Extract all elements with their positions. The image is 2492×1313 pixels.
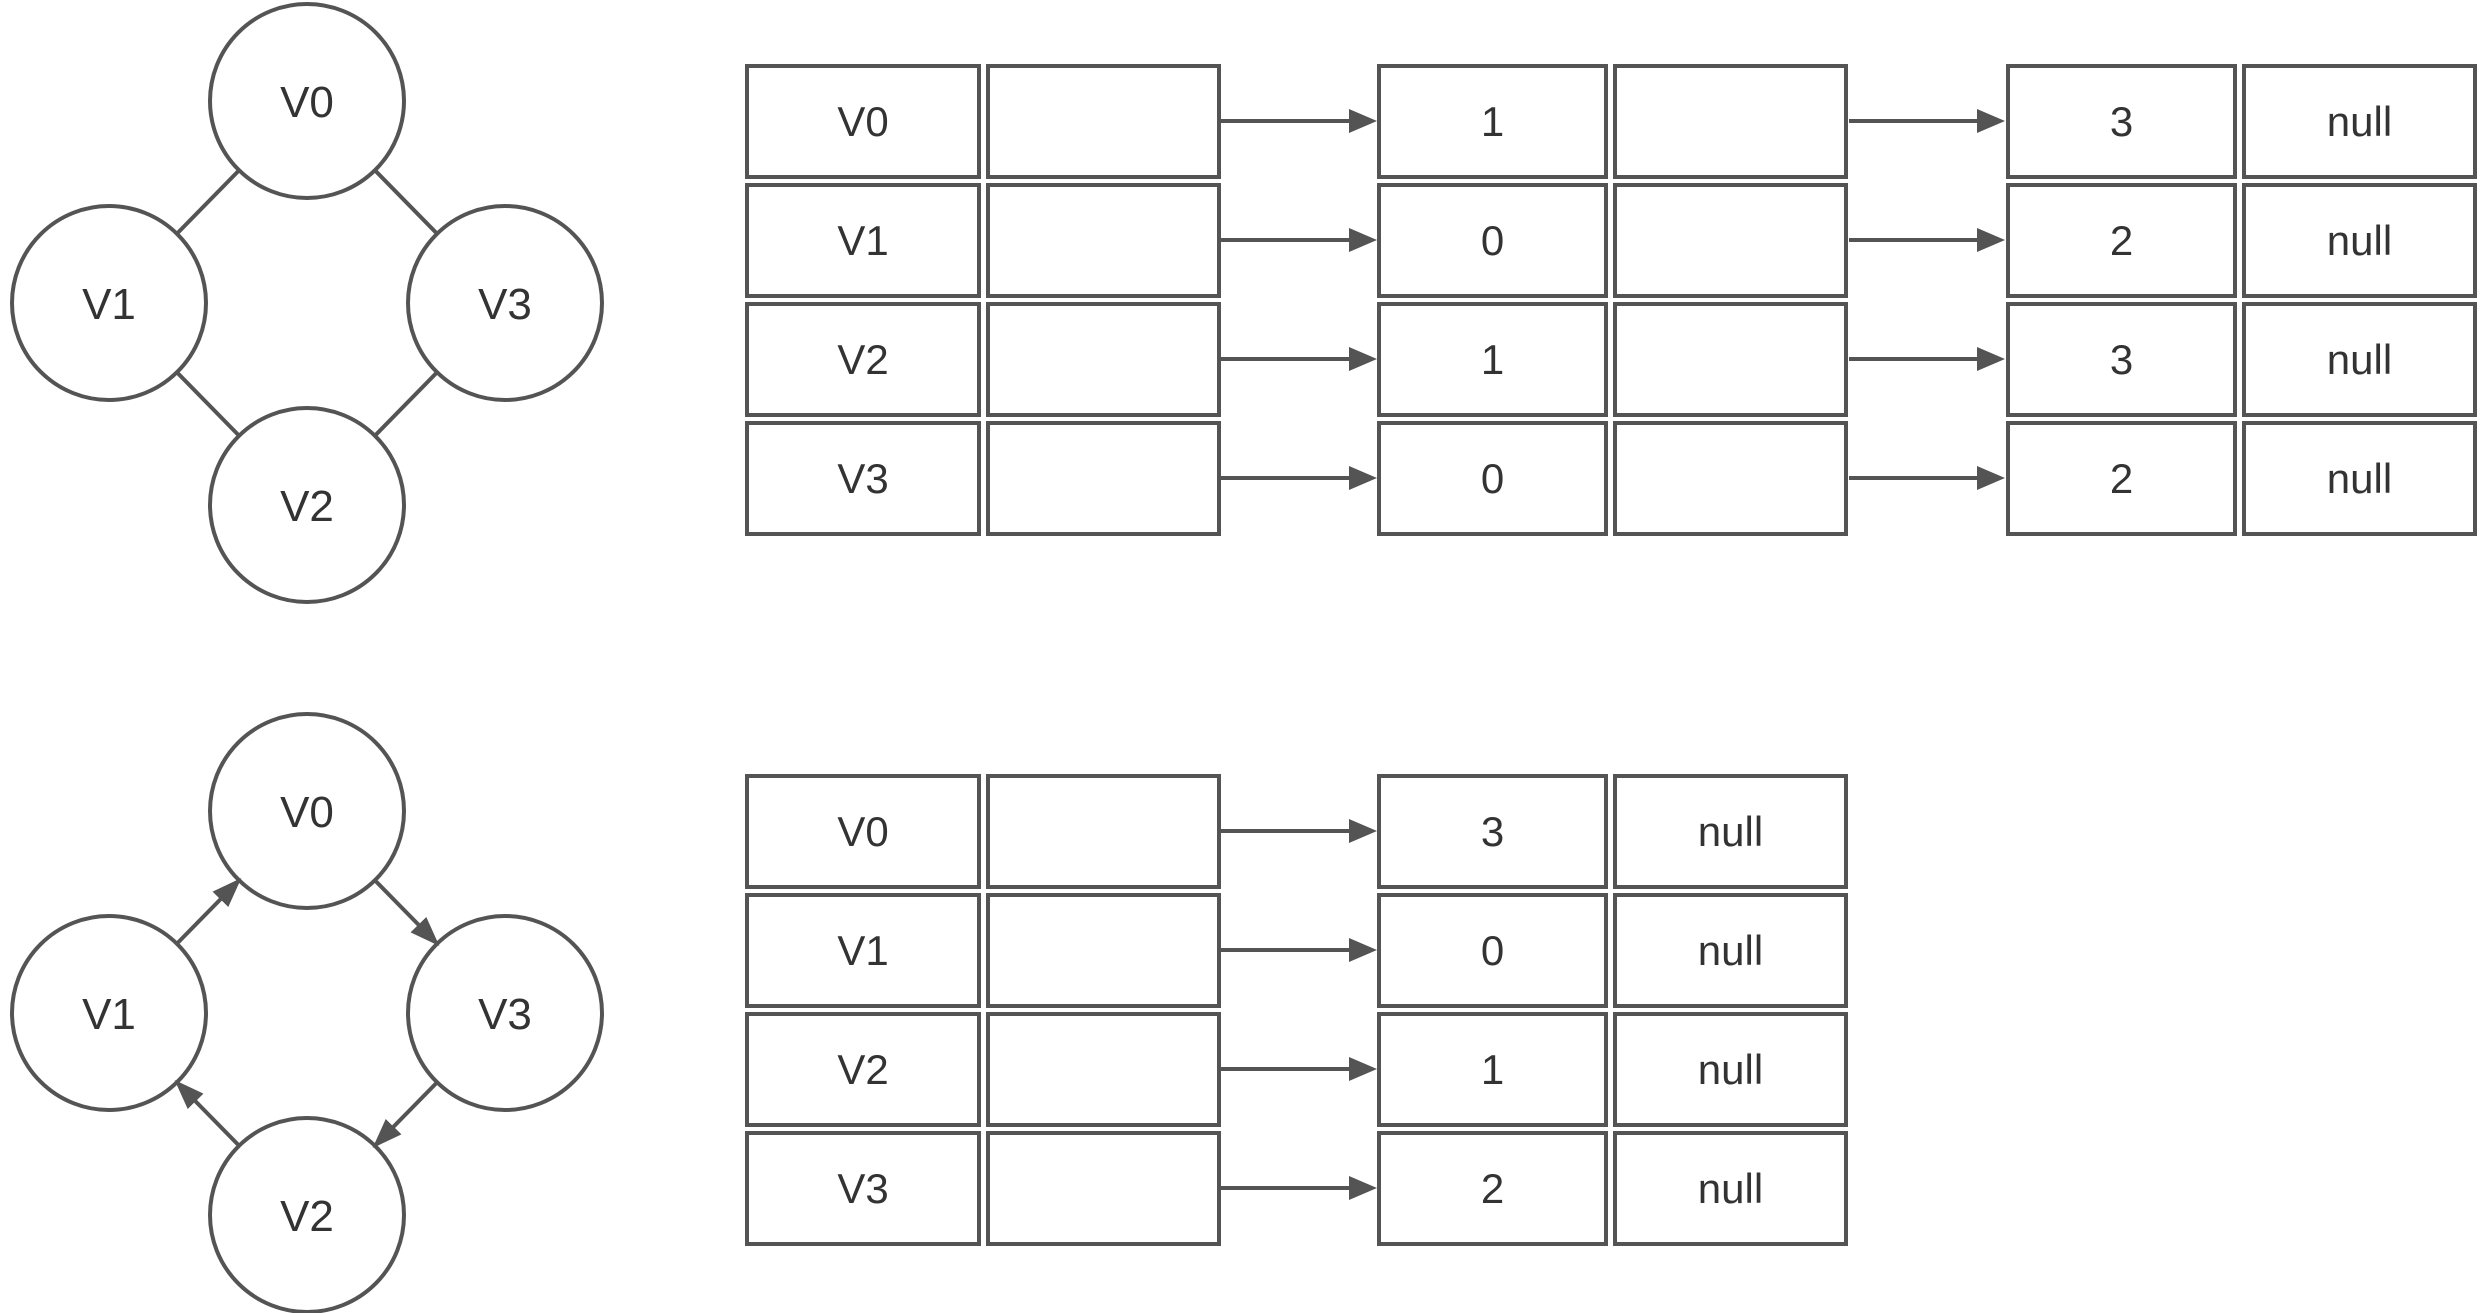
pointer-cell (1613, 183, 1848, 298)
pointer-arrow (1849, 228, 2005, 252)
pointer-cell (1613, 64, 1848, 179)
pointer-cell (986, 774, 1221, 889)
directed-edge-v2-v1 (174, 1079, 241, 1148)
vertex-cell: V3 (745, 1131, 981, 1246)
vertex-label-v0: V0 (280, 788, 334, 837)
vertex-circle-v2 (208, 1116, 406, 1313)
value-cell: 0 (1377, 893, 1608, 1008)
null-cell: null (2242, 64, 2477, 179)
vertex-label-v1: V1 (82, 280, 136, 329)
pointer-cell (1613, 421, 1848, 536)
value-cell: 1 (1377, 64, 1608, 179)
pointer-cell (986, 183, 1221, 298)
null-cell: null (1613, 893, 1848, 1008)
pointer-cell (986, 302, 1221, 417)
null-cell: null (2242, 421, 2477, 536)
pointer-cell (986, 1012, 1221, 1127)
vertex-label-v3: V3 (478, 990, 532, 1039)
null-cell: null (1613, 774, 1848, 889)
pointer-arrow (1221, 938, 1377, 962)
vertex-label-v3: V3 (478, 280, 532, 329)
directed-edge-v1-v0 (175, 877, 242, 946)
pointer-arrow (1221, 347, 1377, 371)
pointer-arrow (1221, 819, 1377, 843)
pointer-cell (986, 64, 1221, 179)
pointer-arrow (1221, 466, 1377, 490)
vertex-cell: V2 (745, 302, 981, 417)
vertex-label-v2: V2 (280, 1192, 334, 1241)
vertex-label-v2: V2 (280, 482, 334, 531)
directed-graph: V0 V1 V3 V2 (10, 712, 604, 1313)
vertex-cell: V1 (745, 183, 981, 298)
vertex-circle-v2 (208, 406, 406, 604)
null-cell: null (1613, 1012, 1848, 1127)
vertex-label-v0: V0 (280, 78, 334, 127)
pointer-arrow (1849, 109, 2005, 133)
vertex-circle-v1 (10, 914, 208, 1112)
vertex-cell: V0 (745, 64, 981, 179)
value-cell: 3 (1377, 774, 1608, 889)
pointer-cell (986, 893, 1221, 1008)
pointer-cell (1613, 302, 1848, 417)
pointer-arrow (1221, 1057, 1377, 1081)
value-cell: 1 (1377, 1012, 1608, 1127)
pointer-arrow (1221, 109, 1377, 133)
directed-edge-v3-v2 (372, 1080, 439, 1149)
vertex-label-v1: V1 (82, 990, 136, 1039)
null-cell: null (2242, 302, 2477, 417)
bottom-vertex-table: V0 V1 V2 V3 (745, 774, 1221, 1246)
null-cell: null (1613, 1131, 1848, 1246)
pointer-arrow (1849, 466, 2005, 490)
directed-edge-v0-v3 (373, 878, 440, 947)
value-cell: 1 (1377, 302, 1608, 417)
top-vertex-table: V0 V1 V2 V3 (745, 64, 1221, 536)
pointer-cell (986, 421, 1221, 536)
top-node2-table: 3 null 2 null 3 null 2 null (2006, 64, 2477, 536)
vertex-cell: V1 (745, 893, 981, 1008)
null-cell: null (2242, 183, 2477, 298)
vertex-cell: V0 (745, 774, 981, 889)
undirected-graph: V0 V1 V3 V2 (10, 2, 604, 604)
vertex-circle-v1 (10, 204, 208, 402)
pointer-arrow (1849, 347, 2005, 371)
vertex-circle-v0 (208, 2, 406, 200)
pointer-cell (986, 1131, 1221, 1246)
value-cell: 2 (1377, 1131, 1608, 1246)
top-node1-table: 1 0 1 0 (1377, 64, 1848, 536)
value-cell: 2 (2006, 421, 2237, 536)
value-cell: 3 (2006, 302, 2237, 417)
value-cell: 2 (2006, 183, 2237, 298)
value-cell: 0 (1377, 421, 1608, 536)
vertex-cell: V2 (745, 1012, 981, 1127)
vertex-circle-v3 (406, 914, 604, 1112)
bottom-node1-table: 3 null 0 null 1 null 2 null (1377, 774, 1848, 1246)
value-cell: 3 (2006, 64, 2237, 179)
vertex-circle-v3 (406, 204, 604, 402)
pointer-arrow (1221, 1176, 1377, 1200)
vertex-cell: V3 (745, 421, 981, 536)
value-cell: 0 (1377, 183, 1608, 298)
pointer-arrow (1221, 228, 1377, 252)
vertex-circle-v0 (208, 712, 406, 910)
